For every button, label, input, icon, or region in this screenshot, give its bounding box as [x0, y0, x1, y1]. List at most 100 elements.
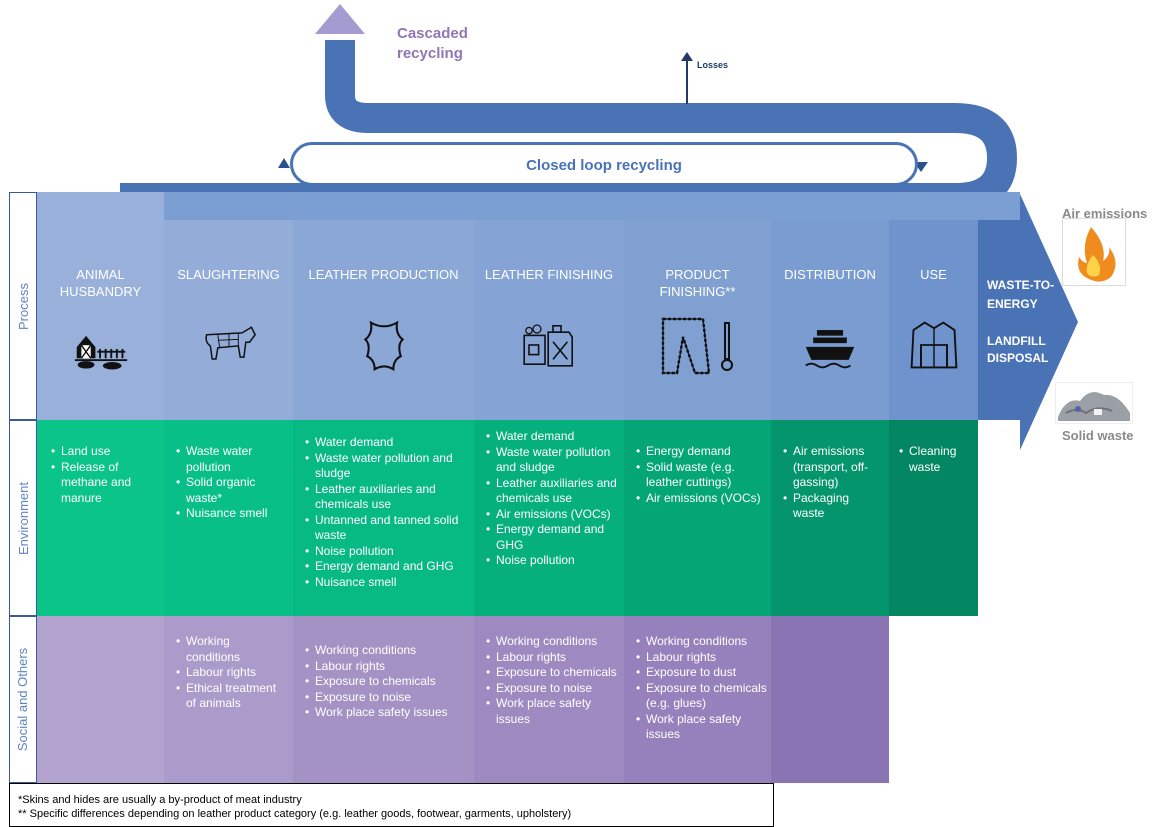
- list-item: Noise pollution: [303, 544, 468, 560]
- list-item: Labour rights: [303, 659, 468, 675]
- closed-loop-recycling: Closed loop recycling: [290, 142, 918, 186]
- list-item: Untanned and tanned solid waste: [303, 513, 468, 544]
- env-list: Water demand Waste water pollution and s…: [484, 429, 618, 569]
- closed-loop-arrow-left: [278, 158, 290, 168]
- list-item: Work place safety issues: [634, 712, 767, 743]
- env-list: Waste water pollution Solid organic wast…: [174, 444, 287, 522]
- list-item: Exposure to noise: [484, 681, 618, 697]
- list-item: Release of methane and manure: [49, 460, 158, 507]
- stage-title: LEATHER FINISHING: [484, 267, 614, 282]
- list-item: Working conditions: [303, 643, 468, 659]
- stage-animal-husbandry: ANIMAL HUSBANDRY: [37, 192, 164, 420]
- list-item: Energy demand: [634, 444, 765, 460]
- list-item: Noise pollution: [484, 553, 618, 569]
- list-item: Land use: [49, 444, 158, 460]
- stage-product-finishing: PRODUCT FINISHING**: [624, 220, 771, 420]
- list-item: Solid organic waste*: [174, 475, 287, 506]
- row-label-process: Process: [9, 192, 37, 420]
- footnotes: *Skins and hides are usually a by-produc…: [9, 783, 774, 827]
- waste-pile-icon: [1058, 392, 1130, 421]
- list-item: Work place safety issues: [303, 705, 468, 721]
- social-product-finishing: Working conditions Labour rights Exposur…: [624, 616, 771, 783]
- list-item: Waste water pollution and sludge: [303, 451, 468, 482]
- list-item: Air emissions (VOCs): [634, 491, 765, 507]
- list-item: Working conditions: [174, 634, 287, 665]
- closed-loop-label: Closed loop recycling: [526, 157, 682, 174]
- process-flow-arrow: [30, 192, 1078, 450]
- list-item: Water demand: [484, 429, 618, 445]
- env-use: Cleaning waste: [889, 420, 978, 616]
- row-label-social: Social and Others: [9, 616, 37, 783]
- list-item: Packaging waste: [781, 491, 883, 522]
- list-item: Leather auxiliaries and chemicals use: [484, 476, 618, 507]
- list-item: Air emissions (transport, off-gassing): [781, 444, 883, 491]
- env-list: Land use Release of methane and manure: [49, 444, 158, 506]
- social-list: Working conditions Labour rights Ethical…: [174, 634, 287, 712]
- jacket-icon: [910, 321, 957, 369]
- air-emissions-image: [1062, 218, 1126, 286]
- list-item: Nuisance smell: [303, 575, 468, 591]
- social-animal-husbandry: [37, 616, 164, 783]
- list-item: Working conditions: [484, 634, 618, 650]
- list-item: Labour rights: [484, 650, 618, 666]
- farm-icon: [74, 335, 127, 370]
- list-item: Work place safety issues: [484, 696, 618, 727]
- fire-icon: [1078, 227, 1116, 282]
- row-label-process-text: Process: [15, 282, 31, 330]
- stage-leather-finishing: LEATHER FINISHING: [474, 220, 624, 420]
- list-item: Water demand: [303, 435, 468, 451]
- list-item: Working conditions: [634, 634, 767, 650]
- list-item: Air emissions (VOCs): [484, 507, 618, 523]
- env-list: Air emissions (transport, off-gassing) P…: [781, 444, 883, 522]
- env-leather-finishing: Water demand Waste water pollution and s…: [474, 420, 624, 616]
- row-label-environment: Environment: [9, 420, 37, 616]
- ship-icon: [805, 330, 855, 369]
- list-item: Leather auxiliaries and chemicals use: [303, 482, 468, 513]
- list-item: Exposure to chemicals: [484, 665, 618, 681]
- list-item: Energy demand and GHG: [484, 522, 618, 553]
- list-item: Labour rights: [634, 650, 767, 666]
- solid-waste-label: Solid waste: [1062, 428, 1134, 443]
- row-label-environment-text: Environment: [15, 481, 31, 555]
- env-list: Energy demand Solid waste (e.g. leather …: [634, 444, 765, 506]
- losses-arrowhead: [681, 52, 693, 61]
- social-slaughtering: Working conditions Labour rights Ethical…: [164, 616, 293, 783]
- list-item: Cleaning waste: [897, 444, 972, 475]
- stage-title: DISTRIBUTION: [784, 267, 876, 282]
- social-list: Working conditions Labour rights Exposur…: [303, 643, 468, 721]
- footnote-1: *Skins and hides are usually a by-produc…: [18, 794, 302, 806]
- stage-use: USE: [889, 220, 978, 420]
- losses-label: Losses: [697, 60, 729, 70]
- env-list: Water demand Waste water pollution and s…: [303, 435, 468, 590]
- env-slaughtering: Waste water pollution Solid organic wast…: [164, 420, 293, 616]
- list-item: Exposure to chemicals (e.g. glues): [634, 681, 767, 712]
- stage-title: SLAUGHTERING: [177, 267, 280, 282]
- stage-title: USE: [920, 267, 947, 282]
- social-leather-finishing: Working conditions Labour rights Exposur…: [474, 616, 624, 783]
- waste-to-energy-label: WASTE-TO- ENERGY: [987, 278, 1055, 311]
- trousers-icon: [661, 317, 733, 375]
- list-item: Exposure to noise: [303, 690, 468, 706]
- env-list: Cleaning waste: [897, 444, 972, 475]
- social-distribution: [771, 616, 889, 783]
- air-emissions-label: Air emissions: [1062, 206, 1148, 221]
- hide-icon: [363, 320, 404, 372]
- list-item: Waste water pollution and sludge: [484, 445, 618, 476]
- social-list: Working conditions Labour rights Exposur…: [484, 634, 618, 727]
- solid-waste-image: [1055, 382, 1133, 424]
- stage-title: LEATHER PRODUCTION: [308, 267, 459, 282]
- list-item: Solid waste (e.g. leather cuttings): [634, 460, 765, 491]
- cascade-arrowhead: [315, 4, 365, 34]
- list-item: Labour rights: [174, 665, 287, 681]
- stage-distribution: DISTRIBUTION: [771, 220, 889, 420]
- list-item: Nuisance smell: [174, 506, 287, 522]
- env-product-finishing: Energy demand Solid waste (e.g. leather …: [624, 420, 771, 616]
- cow-icon: [204, 326, 256, 360]
- stage-slaughtering: SLAUGHTERING: [164, 220, 293, 420]
- list-item: Exposure to chemicals: [303, 674, 468, 690]
- list-item: Exposure to dust: [634, 665, 767, 681]
- stage-title: PRODUCT FINISHING**: [659, 267, 736, 299]
- env-distribution: Air emissions (transport, off-gassing) P…: [771, 420, 889, 616]
- stage-leather-production: LEATHER PRODUCTION: [293, 220, 474, 420]
- cascaded-recycling-label: Cascaded recycling: [397, 25, 468, 62]
